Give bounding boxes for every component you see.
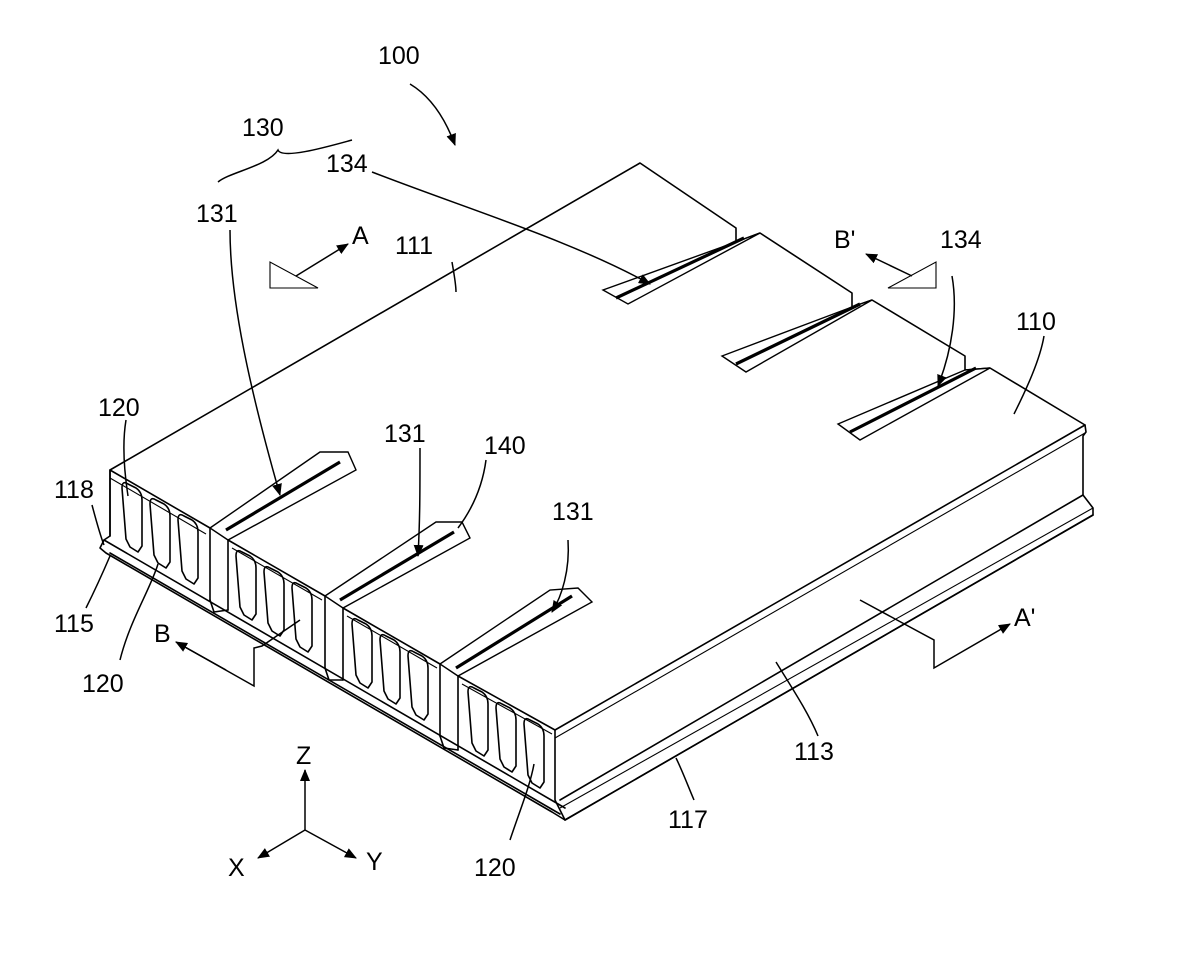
label-118: 118 — [54, 476, 94, 504]
axis-label-z: Z — [296, 742, 311, 770]
side-step-edge — [559, 494, 1084, 801]
section-mark-a-prime — [859, 599, 1011, 670]
side-face-top-edge-2 — [554, 432, 1086, 739]
label-115: 115 — [54, 610, 94, 638]
leader-lines — [85, 83, 1045, 841]
hollow-channels — [121, 481, 545, 789]
top-surface-outline — [99, 162, 1094, 821]
back-slots — [601, 232, 991, 441]
section-label-b: B — [154, 620, 171, 648]
label-130: 130 — [242, 114, 284, 142]
label-111: 111 — [395, 232, 433, 260]
axis-label-x: X — [228, 854, 245, 882]
front-block-4 — [457, 675, 556, 751]
section-mark-a — [269, 243, 349, 289]
label-120-bottom: 120 — [474, 854, 516, 882]
bottom-edge — [564, 514, 1094, 821]
label-140: 140 — [484, 432, 526, 460]
label-110: 110 — [1016, 308, 1056, 336]
label-131-middle: 131 — [384, 420, 426, 448]
reference-labels: 100 130 134 131 111 134 110 120 131 140 … — [54, 42, 1056, 882]
label-131-right: 131 — [552, 498, 594, 526]
section-label-a-prime: A' — [1014, 604, 1035, 632]
section-mark-b — [175, 619, 301, 688]
label-134-upper: 134 — [326, 150, 368, 178]
corner-edge — [554, 729, 566, 821]
label-100: 100 — [378, 42, 420, 70]
section-label-a: A — [352, 222, 369, 250]
axis-labels: Z X Y — [228, 742, 383, 882]
axes-triad — [257, 769, 357, 859]
section-mark-b-prime — [865, 253, 937, 289]
side-step-edge-2 — [559, 507, 1094, 809]
section-labels: A B' B A' — [154, 222, 1035, 648]
axis-label-y: Y — [366, 848, 383, 876]
label-131-left: 131 — [196, 200, 238, 228]
label-134-right: 134 — [940, 226, 982, 254]
front-bottom-edge — [103, 539, 566, 815]
plate-body — [99, 162, 1094, 821]
side-face-top-edge — [554, 424, 1086, 731]
label-113: 113 — [794, 738, 834, 766]
label-120-upper: 120 — [98, 394, 140, 422]
label-117: 117 — [668, 806, 708, 834]
section-label-b-prime: B' — [834, 226, 855, 254]
label-120-lower: 120 — [82, 670, 124, 698]
